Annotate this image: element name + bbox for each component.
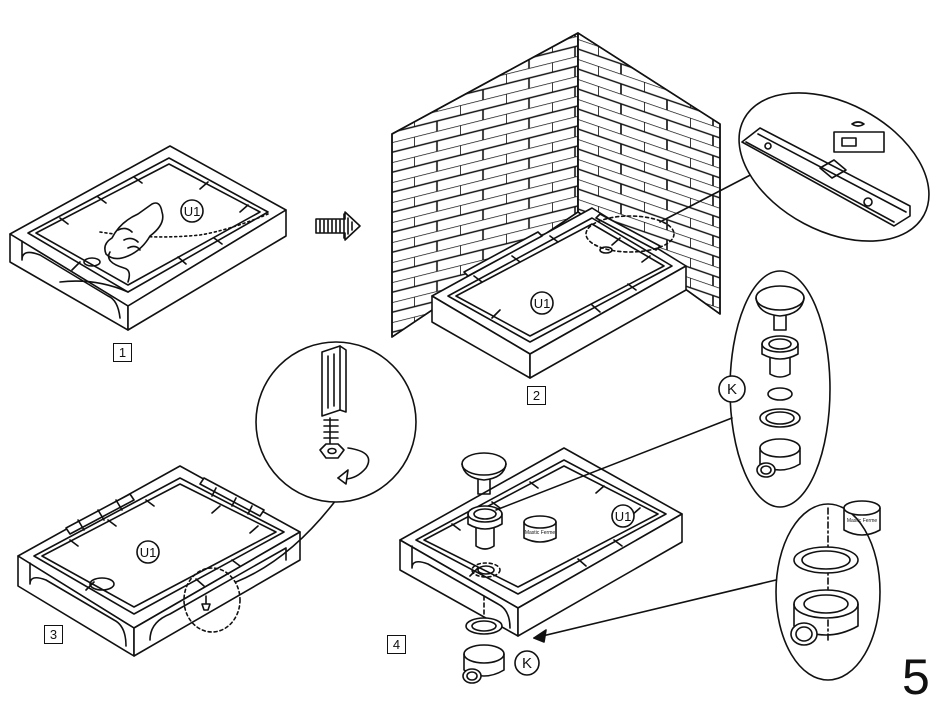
step-2-u1-text: U1 [534,296,551,311]
level-detail-callout [714,63,950,272]
step-2-number: 2 [527,386,546,405]
step-3-tray [18,466,336,656]
step-1-u1-text: U1 [184,204,201,219]
step-4-u1-text: U1 [615,509,632,524]
step-4-k-text: K [522,655,532,672]
sealant-tub-label: Mastic Ferme [525,530,556,536]
step-1-number: 1 [113,343,132,362]
step-1-tray [10,146,286,330]
callout-k-text: K [727,381,737,398]
foot-adjust-callout [256,342,416,502]
next-step-arrow [316,212,360,240]
step-4-number: 4 [387,635,406,654]
page-number: 5 [902,652,930,702]
step-3-u1-text: U1 [140,545,157,560]
step-3-number: 3 [44,625,63,644]
sealant-tub-label-callout: Mastic Ferme [847,518,878,524]
